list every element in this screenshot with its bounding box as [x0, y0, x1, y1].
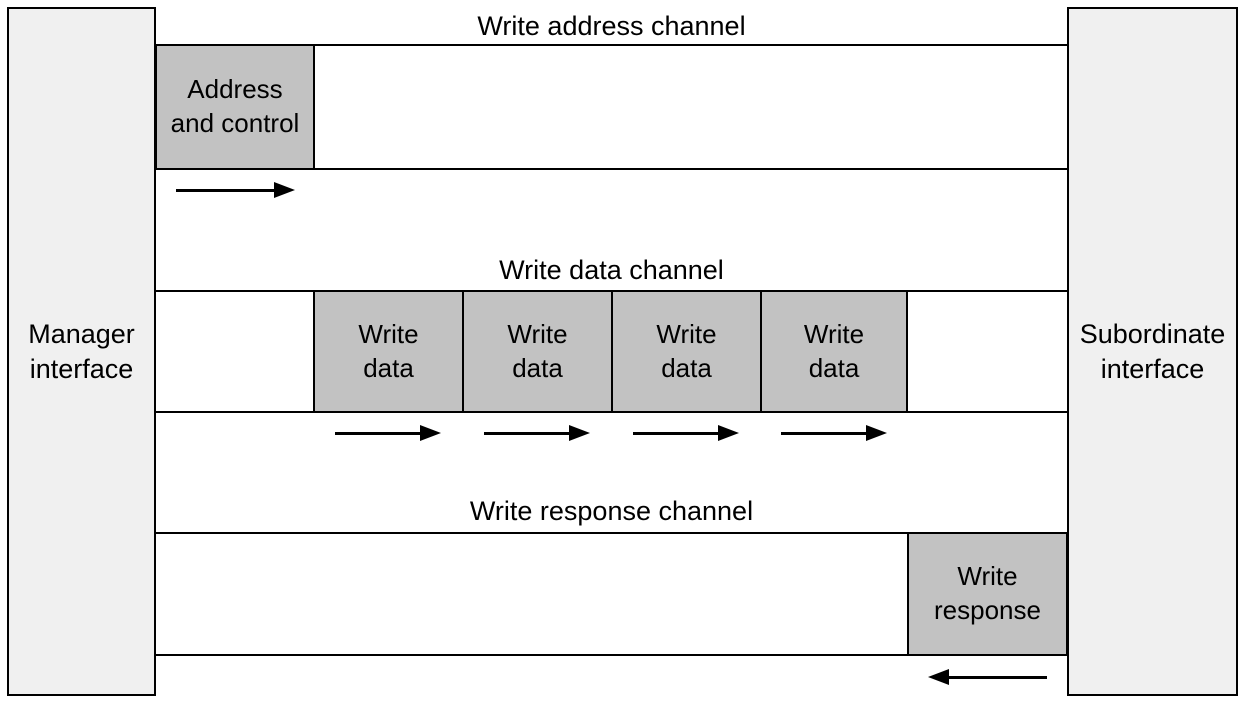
arrow-head	[420, 425, 441, 441]
arrow-head	[569, 425, 590, 441]
right-arrow-icon	[484, 425, 590, 441]
right-arrow-icon	[176, 182, 295, 198]
arrow-shaft	[949, 675, 1047, 679]
arrow-head	[274, 182, 295, 198]
write-data-label-line2: data	[661, 352, 712, 383]
write-response-channel-band	[155, 532, 1068, 656]
write-data-label-line2: data	[363, 352, 414, 383]
subordinate-interface-box: Subordinate interface	[1067, 7, 1238, 696]
arrow-shaft	[633, 431, 718, 435]
write-data-box-3: Write data	[611, 290, 762, 413]
manager-interface-box: Manager interface	[7, 7, 156, 696]
manager-interface-label-line2: interface	[29, 353, 134, 384]
write-data-box-4: Write data	[760, 290, 908, 413]
write-address-channel-band	[155, 44, 1068, 170]
address-and-control-label-line1: Address	[187, 74, 283, 105]
arrow-head	[866, 425, 887, 441]
write-response-label-line1: Write	[957, 561, 1018, 592]
write-data-label-line2: data	[808, 352, 860, 383]
manager-interface-label-line1: Manager	[28, 318, 135, 349]
write-data-label-line2: data	[512, 352, 563, 383]
write-data-box-1: Write data	[313, 290, 464, 413]
right-arrow-icon	[781, 425, 887, 441]
write-data-label-line1: Write	[656, 318, 717, 349]
arrow-head	[928, 669, 949, 685]
arrow-shaft	[484, 431, 569, 435]
right-arrow-icon	[335, 425, 441, 441]
arrow-head	[718, 425, 739, 441]
arrow-shaft	[335, 431, 420, 435]
arrow-shaft	[781, 431, 866, 435]
write-address-channel-title: Write address channel	[477, 11, 746, 41]
write-response-label-line2: response	[934, 595, 1041, 625]
write-data-box-2: Write data	[462, 290, 613, 413]
write-response-channel-title: Write response channel	[469, 496, 754, 526]
left-arrow-icon	[928, 669, 1047, 685]
right-arrow-icon	[633, 425, 739, 441]
address-and-control-label-line2: and control	[170, 108, 300, 138]
address-and-control-box: Address and control	[155, 44, 315, 170]
subordinate-interface-label-line1: Subordinate	[1079, 318, 1226, 349]
subordinate-interface-label-line2: interface	[1100, 353, 1205, 384]
write-data-label-line1: Write	[803, 318, 865, 349]
write-data-channel-title: Write data channel	[499, 255, 724, 285]
arrow-shaft	[176, 188, 274, 192]
write-data-label-line1: Write	[358, 318, 419, 349]
write-data-label-line1: Write	[507, 318, 568, 349]
write-response-box: Write response	[907, 532, 1068, 656]
